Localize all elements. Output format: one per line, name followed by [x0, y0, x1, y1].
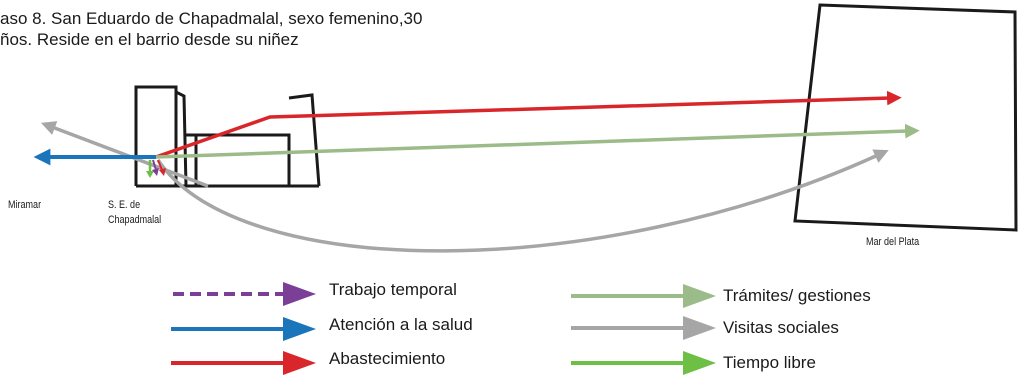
route-abastecimiento — [155, 90, 902, 159]
legend-arrow-visitas-sociales — [571, 316, 716, 340]
legend-label-abastecimiento: Abastecimiento — [329, 349, 446, 368]
legend-label-atencion-salud: Atención a la salud — [329, 315, 473, 334]
legend-label-trabajo-temporal: Trabajo temporal — [329, 280, 457, 299]
legend-arrow-trabajo-temporal — [173, 282, 316, 306]
route-visitas-sociales-arc — [156, 149, 889, 253]
legend-arrow-tramites — [571, 284, 716, 308]
label-se-line-2: Chapadmalal — [108, 214, 162, 226]
label-mar-del-plata: Mar del Plata — [866, 235, 919, 250]
legend-label-tramites: Trámites/ gestiones — [723, 286, 871, 305]
label-miramar-text: Miramar — [8, 199, 42, 211]
mar-del-plata-outline — [793, 3, 1018, 232]
legend-label-tiempo-libre: Tiempo libre — [723, 353, 816, 372]
legend-arrow-atencion-salud — [171, 317, 316, 341]
legend-arrow-tiempo-libre — [571, 351, 716, 375]
label-se-chapadmalal: S. E. de Chapadmalal — [108, 198, 161, 228]
legend-label-visitas-sociales: Visitas sociales — [723, 318, 839, 337]
caption-line-1: aso 8. San Eduardo de Chapadmalal, sexo … — [0, 9, 423, 28]
label-se-line-1: S. E. de — [108, 199, 141, 211]
legend-arrow-abastecimiento — [171, 351, 316, 375]
route-tramites-gestiones — [155, 123, 920, 159]
diagram-caption: aso 8. San Eduardo de Chapadmalal, sexo … — [0, 8, 600, 50]
local-origin-arrows — [146, 159, 166, 178]
caption-line-2: ños. Reside en el barrio desde su niñez — [0, 30, 299, 49]
label-mar-del-plata-text: Mar del Plata — [866, 236, 920, 248]
label-miramar: Miramar — [8, 198, 41, 213]
